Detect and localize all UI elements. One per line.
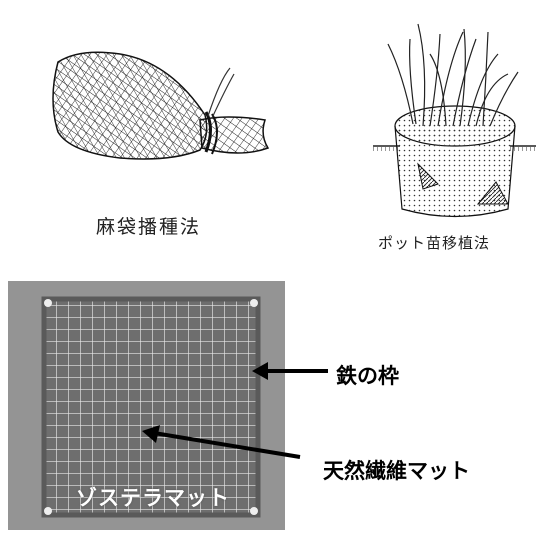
zostera-mat-photo <box>8 281 285 530</box>
burlap-sowing-method-label: 麻袋播種法 <box>96 216 202 238</box>
natural-fiber-mat-label: 天然繊維マット <box>323 459 470 483</box>
natural-fiber-mat-arrow <box>142 425 301 459</box>
burlap-sack-illustration <box>52 51 270 160</box>
pot-seedling-transplant-label: ポット苗移植法 <box>378 234 491 252</box>
iron-frame-label: 鉄の枠 <box>336 364 399 388</box>
potted-seedling-illustration <box>373 23 536 218</box>
zostera-mat-label: ゾステラマット <box>76 486 230 510</box>
iron-frame-arrow <box>252 362 328 380</box>
